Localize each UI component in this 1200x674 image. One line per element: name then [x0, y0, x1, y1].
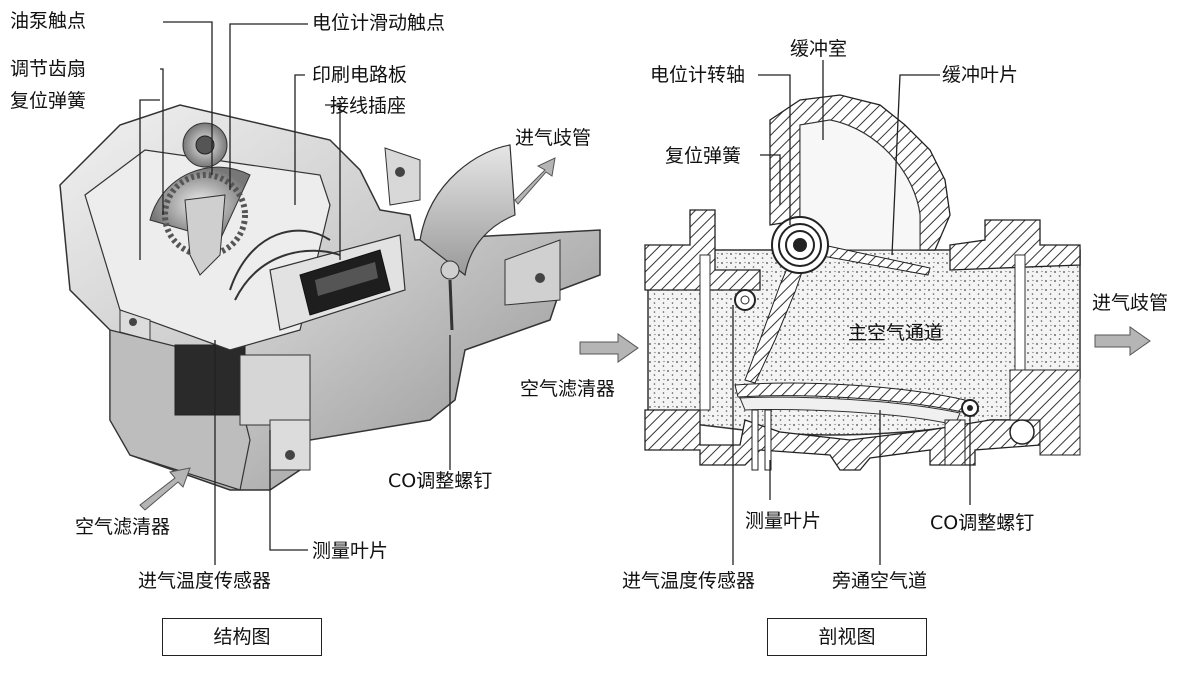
label-damping-chamber: 缓冲室	[790, 38, 848, 60]
label-bypass-air-passage: 旁通空气道	[832, 570, 928, 592]
label-adjusting-gear-sector: 调节齿扇	[10, 58, 87, 80]
label-potentiometer-shaft: 电位计转轴	[650, 64, 746, 86]
label-co-adjusting-screw-left: CO调整螺钉	[388, 470, 493, 492]
label-intake-temp-sensor-right: 进气温度传感器	[622, 570, 756, 592]
caption-structure-view: 结构图	[162, 618, 322, 656]
label-measuring-vane-left: 测量叶片	[312, 540, 389, 562]
structure-drawing	[59, 104, 601, 511]
label-air-filter-right: 空气滤清器	[520, 378, 616, 400]
label-co-adjusting-screw-right: CO调整螺钉	[930, 512, 1035, 534]
label-intake-temp-sensor-left: 进气温度传感器	[138, 570, 272, 592]
label-return-spring-left: 复位弹簧	[10, 90, 87, 112]
structure-leader-lines	[139, 21, 451, 565]
label-return-spring-right: 复位弹簧	[665, 145, 742, 167]
label-oil-pump-contact: 油泵触点	[10, 10, 87, 32]
label-potentiometer-sliding-contact: 电位计滑动触点	[312, 12, 446, 34]
label-damping-vane: 缓冲叶片	[942, 64, 1019, 86]
label-measuring-vane-right: 测量叶片	[745, 510, 822, 532]
label-intake-manifold-right: 进气歧管	[1092, 292, 1169, 314]
label-air-filter-left: 空气滤清器	[75, 516, 171, 538]
section-leader-lines	[732, 60, 971, 565]
label-wiring-socket: 接线插座	[330, 95, 407, 117]
label-printed-circuit-board: 印刷电路板	[312, 64, 408, 86]
section-drawing	[579, 94, 1151, 471]
label-intake-manifold-left: 进气歧管	[515, 127, 592, 149]
label-main-air-passage: 主空气通道	[848, 322, 944, 344]
caption-section-view: 剖视图	[767, 618, 927, 656]
